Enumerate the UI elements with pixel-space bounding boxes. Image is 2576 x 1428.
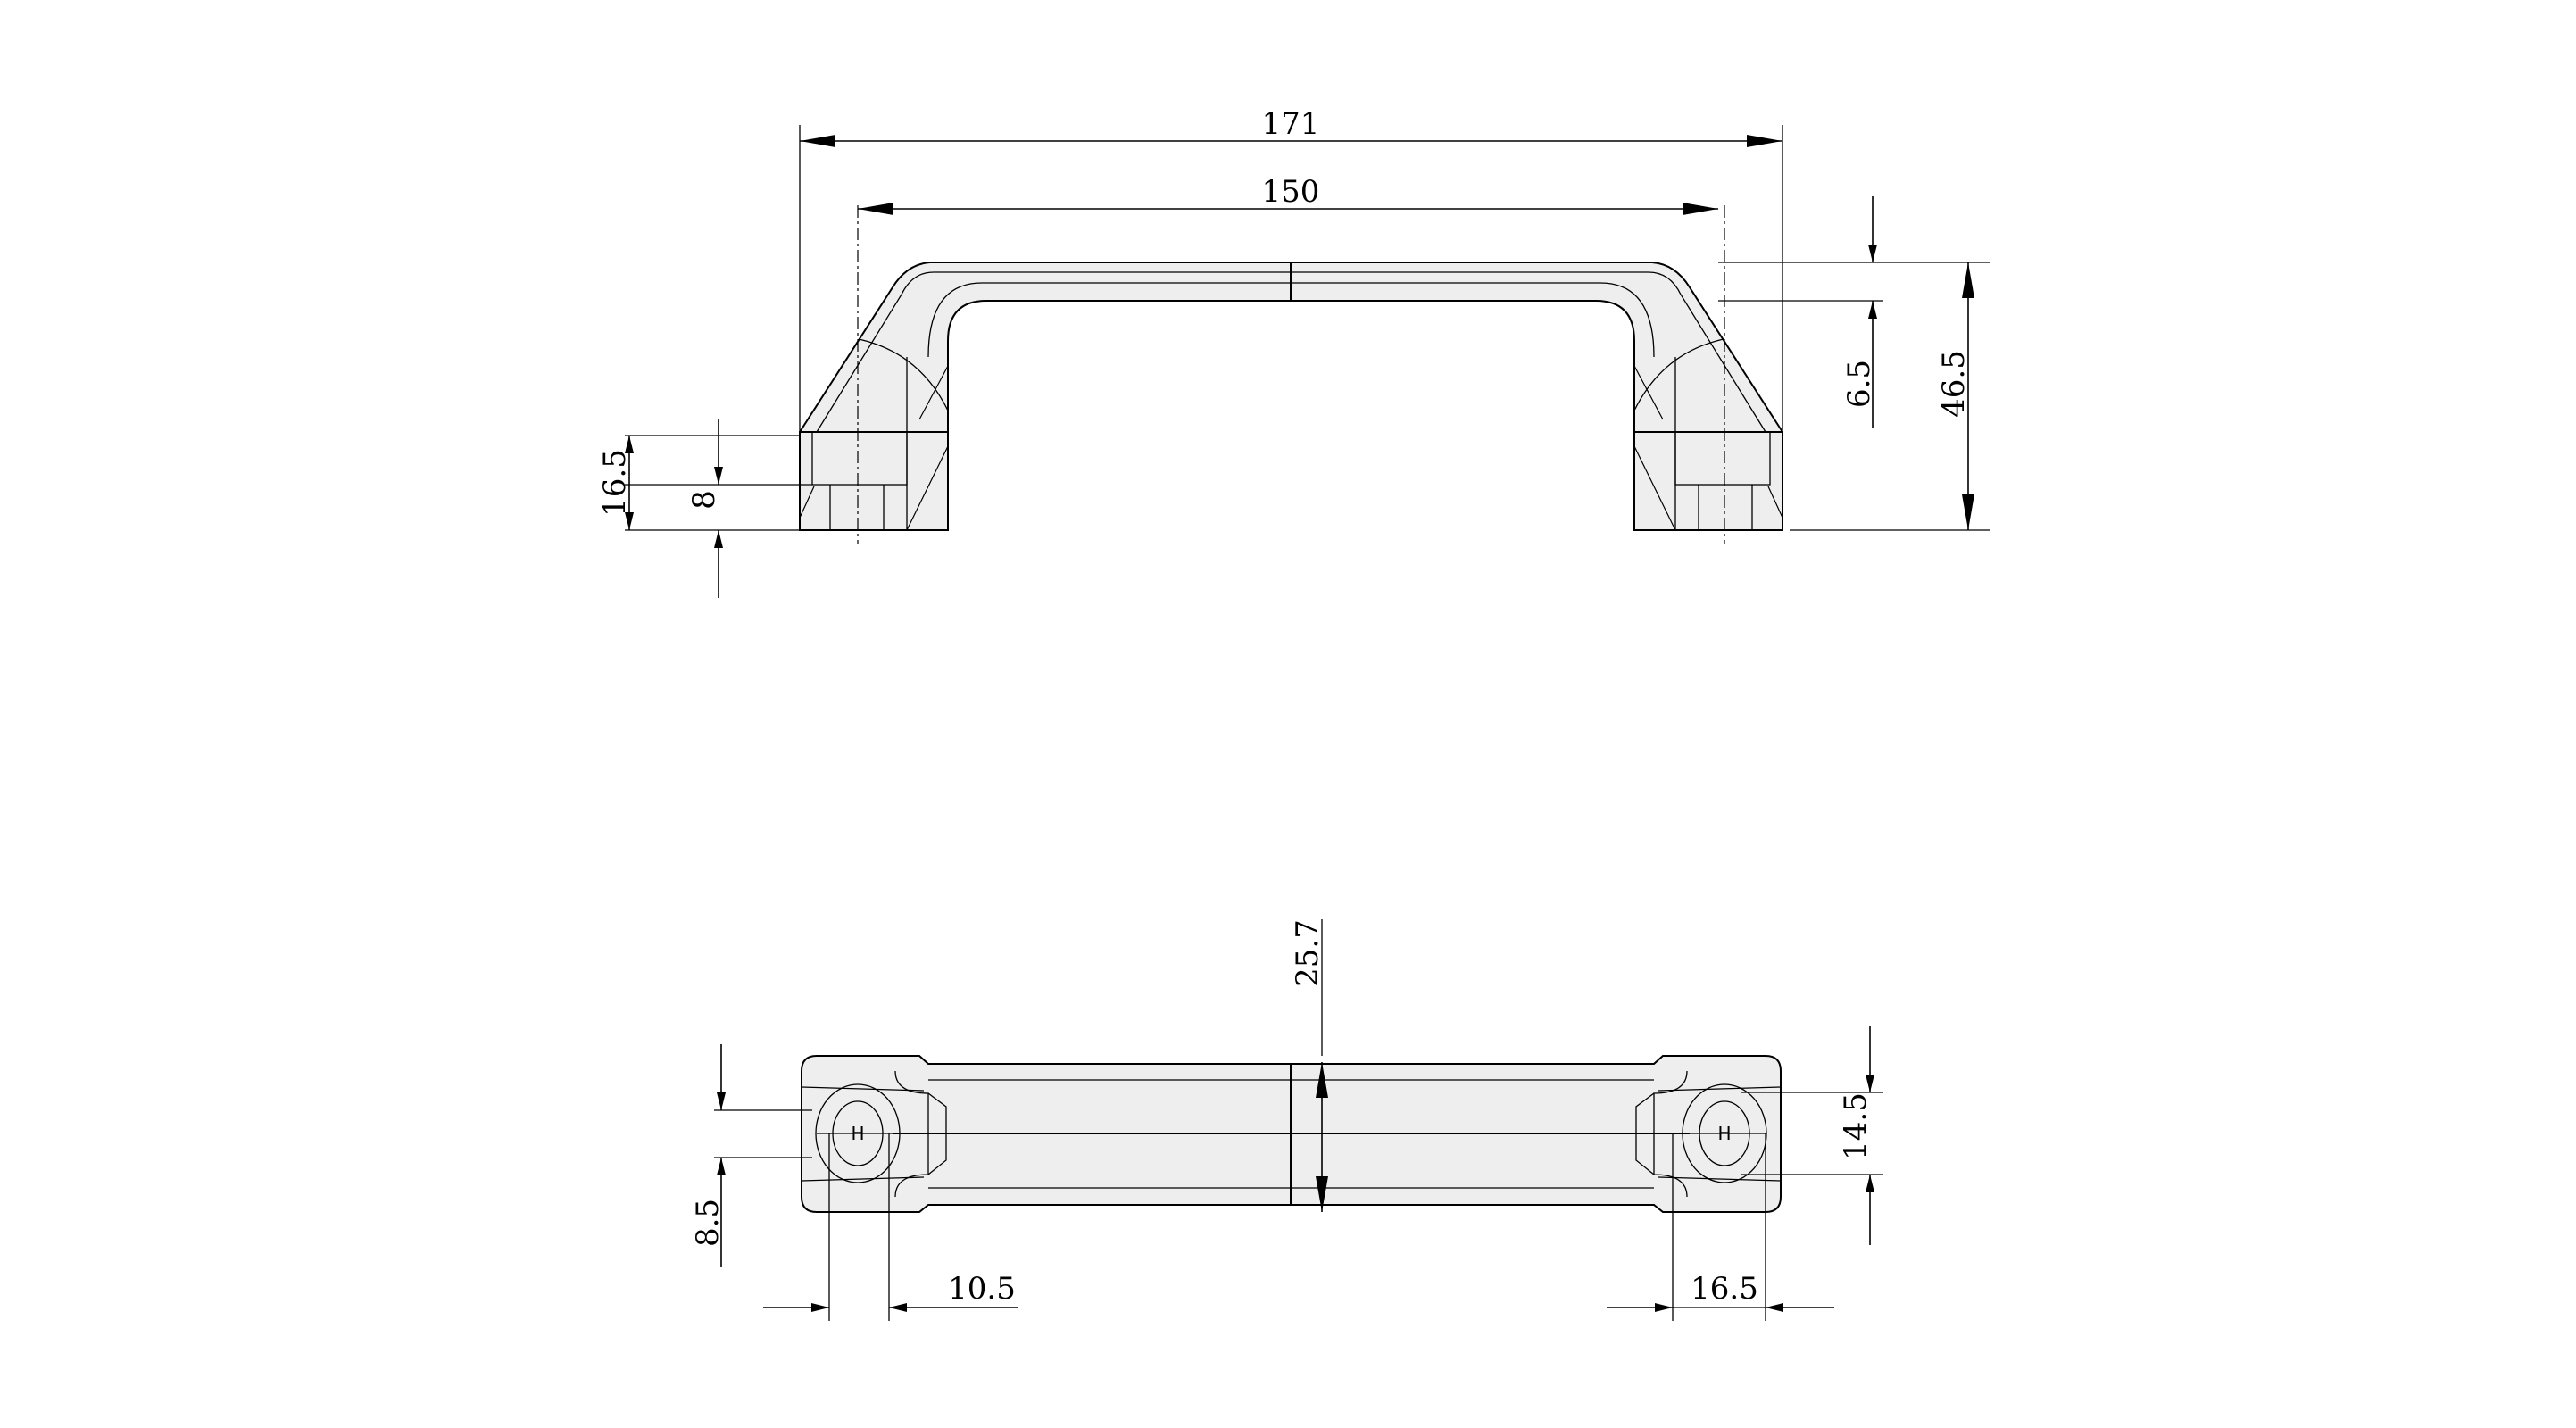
dim-hole-offset-left: 8.5: [690, 1199, 726, 1247]
top-view-dimensions: 25.7 8.5 10.5 16.5 14.5: [690, 919, 1883, 1321]
dim-hole-spacing: 150: [1262, 174, 1320, 210]
dim-right-foot-width: 14.5: [1838, 1092, 1874, 1160]
dim-overall-height: 46.5: [1936, 350, 1972, 418]
dim-counterbore-depth: 8: [686, 490, 722, 510]
dim-foot-height: 16.5: [597, 449, 633, 517]
hole-marker-left: H: [851, 1123, 864, 1144]
dim-overall-length: 171: [1262, 106, 1320, 142]
top-view: H H: [801, 1055, 1782, 1213]
dim-right-hole-dia: 16.5: [1691, 1271, 1758, 1307]
front-view-dimensions: 171 150 16.5 8 6.5 46.5: [597, 106, 1990, 598]
front-view-left-leg: [799, 204, 1292, 545]
front-view: [799, 204, 1783, 545]
front-view-right-leg: [1290, 204, 1783, 545]
dim-width: 25.7: [1290, 919, 1325, 987]
dim-grip-thickness: 6.5: [1841, 360, 1877, 408]
dim-left-hole-dia: 10.5: [948, 1271, 1016, 1307]
hole-marker-right: H: [1717, 1123, 1731, 1144]
